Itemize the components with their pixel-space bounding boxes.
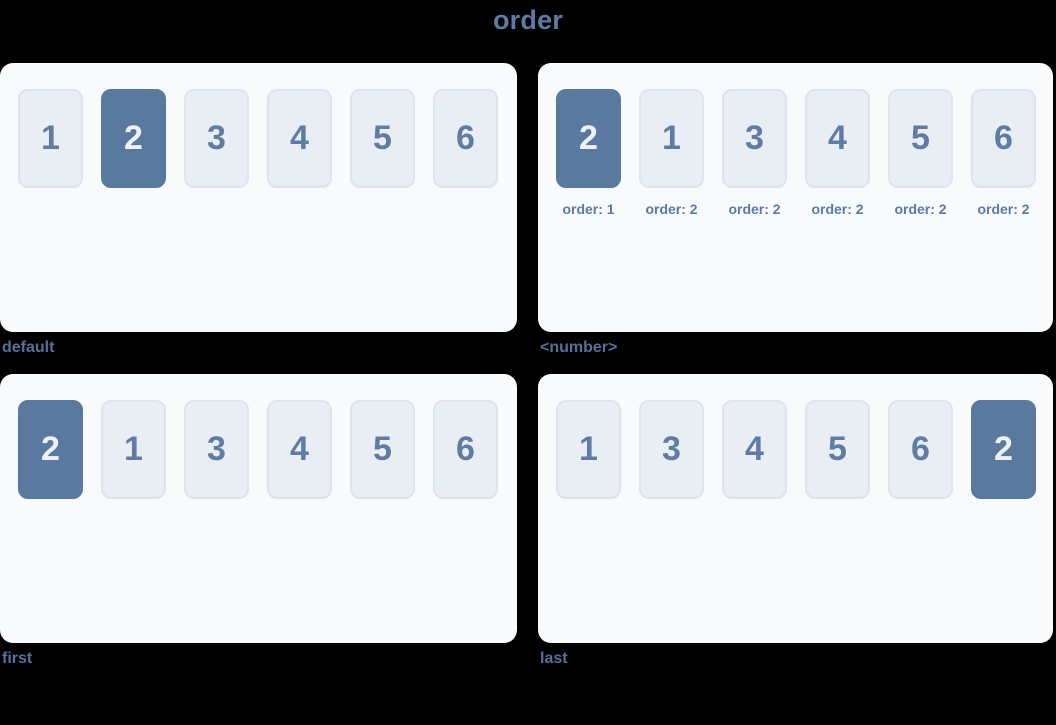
numbered-box: 3 [184,89,249,188]
numbered-box-highlighted: 2 [556,89,621,188]
numbered-box: 5 [350,400,415,499]
numbered-box: 6 [888,400,953,499]
numbered-box: 5 [805,400,870,499]
box-number: 5 [828,430,847,468]
example-default: 1 2 3 4 5 6 default [0,63,517,356]
page-title: order [492,5,564,35]
numbered-box-highlighted: 2 [18,400,83,499]
numbered-box: 5 [888,89,953,188]
flex-item: 1 [101,400,166,499]
box-number: 4 [745,430,764,468]
numbered-box-highlighted: 2 [101,89,166,188]
flex-item: 6 order: 2 [971,89,1036,219]
order-label: order: 2 [728,201,781,217]
example-number: 2 order: 1 1 order: 2 3 order: 2 4 order… [538,63,1053,356]
flex-item: 5 [805,400,870,499]
panel-caption: last [540,650,568,667]
flex-item: 4 order: 2 [805,89,870,219]
box-number: 6 [911,430,930,468]
order-label: order: 1 [562,201,615,217]
box-number: 6 [456,430,475,468]
box-number: 2 [124,119,143,157]
flex-item: 4 [267,89,332,188]
flex-item: 2 [18,400,83,499]
flex-item: 3 [184,89,249,188]
example-first: 2 1 3 4 5 6 first [0,374,517,667]
panel-caption: first [2,650,33,667]
box-number: 4 [828,119,847,157]
flex-item: 3 [639,400,704,499]
numbered-box: 3 [639,400,704,499]
flex-item: 6 [433,400,498,499]
order-label: order: 2 [645,201,698,217]
numbered-box: 4 [267,89,332,188]
flex-item: 2 [101,89,166,188]
numbered-box: 5 [350,89,415,188]
box-number: 5 [911,119,930,157]
flex-item: 3 [184,400,249,499]
flex-item: 1 [556,400,621,499]
flex-item: 1 order: 2 [639,89,704,219]
numbered-box: 6 [433,89,498,188]
numbered-box: 1 [101,400,166,499]
box-number: 4 [290,119,309,157]
box-number: 1 [662,119,681,157]
numbered-box: 6 [433,400,498,499]
numbered-box: 4 [267,400,332,499]
flex-item: 1 [18,89,83,188]
flex-item: 5 [350,89,415,188]
demo-panel: 2 order: 1 1 order: 2 3 order: 2 4 order… [538,63,1053,332]
box-number: 6 [994,119,1013,157]
flex-item: 4 [267,400,332,499]
flex-item: 6 [888,400,953,499]
numbered-box: 4 [722,400,787,499]
box-number: 3 [745,119,764,157]
panel-caption: default [2,339,55,356]
example-last: 1 3 4 5 6 2 last [538,374,1053,667]
box-number: 3 [662,430,681,468]
numbered-box: 1 [18,89,83,188]
numbered-box-highlighted: 2 [971,400,1036,499]
flex-item: 2 [971,400,1036,499]
demo-panel: 1 2 3 4 5 6 [0,63,517,332]
numbered-box: 1 [639,89,704,188]
flex-item: 4 [722,400,787,499]
numbered-box: 3 [722,89,787,188]
box-number: 2 [994,430,1013,468]
order-label: order: 2 [811,201,864,217]
order-label: order: 2 [894,201,947,217]
panel-caption: <number> [540,339,618,356]
box-number: 6 [456,119,475,157]
box-number: 2 [41,430,60,468]
demo-panel: 2 1 3 4 5 6 [0,374,517,643]
demo-panel: 1 3 4 5 6 2 [538,374,1053,643]
numbered-box: 3 [184,400,249,499]
box-number: 1 [579,430,598,468]
box-number: 4 [290,430,309,468]
box-number: 1 [124,430,143,468]
examples-grid: 1 2 3 4 5 6 default [0,63,1056,667]
flex-item: 2 order: 1 [556,89,621,219]
flex-item: 5 order: 2 [888,89,953,219]
box-number: 3 [207,119,226,157]
box-number: 3 [207,430,226,468]
box-number: 2 [579,119,598,157]
flex-item: 5 [350,400,415,499]
flex-item: 6 [433,89,498,188]
numbered-box: 1 [556,400,621,499]
numbered-box: 4 [805,89,870,188]
order-label: order: 2 [977,201,1030,217]
flex-item: 3 order: 2 [722,89,787,219]
box-number: 5 [373,119,392,157]
box-number: 5 [373,430,392,468]
box-number: 1 [41,119,60,157]
numbered-box: 6 [971,89,1036,188]
